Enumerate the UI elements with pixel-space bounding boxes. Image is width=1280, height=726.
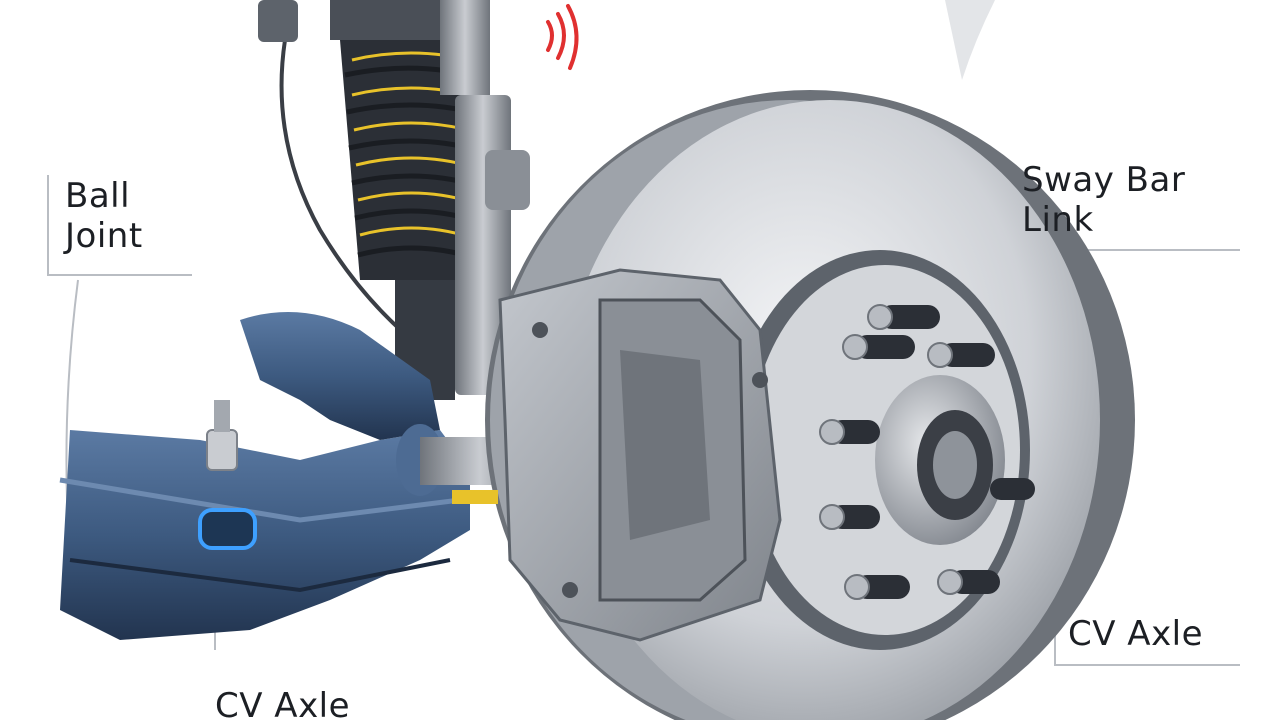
label-sway-bar-link: Sway Bar Link [1022, 160, 1186, 240]
tire-edge [945, 0, 995, 80]
label-cv-axle-right: CV Axle [1068, 614, 1204, 654]
label-ball-joint: Ball Joint [65, 176, 143, 256]
lug-stud-bases [819, 304, 963, 600]
label-cv-axle-bottom: CV Axle [215, 686, 351, 726]
signal-icon [546, 4, 579, 70]
strut-shaft [440, 0, 530, 395]
boot-yellow-band [452, 490, 498, 504]
arm-highlight-slot [198, 508, 257, 550]
control-arm [59, 312, 470, 640]
wire-connector [258, 0, 298, 42]
grease-fitting [206, 400, 238, 471]
wheel-hub [875, 375, 1005, 545]
brake-caliper [498, 268, 782, 642]
